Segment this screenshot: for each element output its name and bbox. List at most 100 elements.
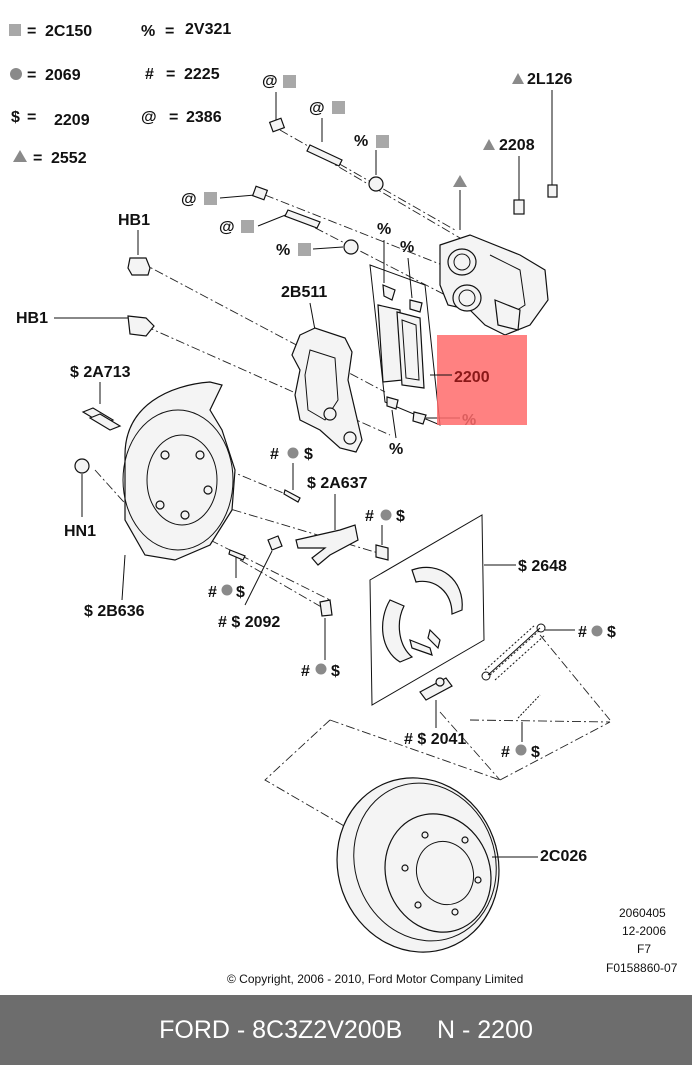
circle-marker-icon — [221, 584, 233, 596]
drawing-metadata: 2060405 12-2006 F7 F0158860-07 © Copyrig… — [227, 906, 678, 986]
part-number-footer: FORD - 8C3Z2V200B N - 2200 — [0, 995, 692, 1065]
callout-at-symbol: @ — [219, 219, 235, 236]
legend-eq: = — [169, 109, 178, 126]
legend: = 2C150 = 2069 $ = 2209 = 2552 % = 2V321… — [9, 21, 231, 167]
callout-percent-symbol: % — [354, 133, 368, 150]
boot-bushing-icon — [368, 176, 384, 192]
callout-hash-symbol: # — [301, 663, 310, 680]
part-label-HN1: HN1 — [64, 523, 96, 540]
square-marker-icon — [332, 101, 345, 114]
triangle-marker-icon — [483, 139, 495, 150]
legend-eq: = — [27, 67, 36, 84]
footer-reference: N - 2200 — [437, 1015, 533, 1044]
circle-marker-icon — [380, 509, 392, 521]
callout-percent-symbol: % — [377, 221, 391, 238]
bleeder-parts: 2L126 2208 — [453, 71, 572, 230]
part-label-2648: $ 2648 — [518, 558, 567, 575]
legend-code-2225: 2225 — [184, 66, 220, 83]
boot-bushing-icon — [343, 239, 359, 255]
part-label-2L126: 2L126 — [527, 71, 572, 88]
legend-eq: = — [165, 23, 174, 40]
brake-caliper — [439, 234, 549, 336]
callout-at-symbol: @ — [262, 73, 278, 90]
square-marker-icon — [376, 135, 389, 148]
callout-hash-symbol: # — [208, 584, 217, 601]
legend-eq: = — [27, 109, 36, 126]
bolt-icon — [251, 185, 269, 201]
part-label-2B511: 2B511 — [281, 284, 327, 301]
brake-rotor: 2C026 — [336, 777, 587, 953]
callout-percent-symbol: % — [400, 239, 414, 256]
square-marker-icon — [241, 220, 254, 233]
legend-code-2552: 2552 — [51, 150, 87, 167]
callout-percent-symbol: % — [276, 242, 290, 259]
highlight-box-2200 — [437, 335, 527, 425]
callout-group-c: # $ — [208, 549, 246, 601]
callout-hash-symbol: # — [270, 446, 279, 463]
callout-hash-symbol: # — [365, 508, 374, 525]
hub-nut: HN1 — [64, 458, 96, 540]
footer-separator: - — [229, 1015, 253, 1044]
triangle-marker-icon — [512, 73, 524, 84]
circle-marker-icon — [287, 447, 299, 459]
callout-at-symbol: @ — [309, 100, 325, 117]
callout-at-symbol: @ — [181, 191, 197, 208]
callout-dollar-symbol: $ — [236, 584, 245, 601]
callout-dollar-symbol: $ — [531, 744, 540, 761]
callout-dollar-symbol: $ — [331, 663, 340, 680]
legend-circle-icon — [10, 68, 22, 80]
part-label-HB1: HB1 — [118, 212, 150, 229]
triangle-marker-icon — [453, 175, 467, 187]
copyright-notice: © Copyright, 2006 - 2010, Ford Motor Com… — [227, 972, 523, 986]
square-marker-icon — [283, 75, 296, 88]
legend-code-2386: 2386 — [186, 109, 222, 126]
parking-brake-lever: $ 2A637 — [295, 475, 368, 566]
part-label-HB1: HB1 — [16, 310, 48, 327]
legend-code-2V321: 2V321 — [185, 21, 231, 38]
bleeder-cap-icon — [547, 184, 558, 198]
drawing-revision: F7 — [637, 942, 651, 956]
legend-hash-symbol: # — [145, 66, 154, 83]
brake-shoe-kit: $ 2648 — [369, 514, 567, 706]
callout-percent-symbol: % — [389, 441, 403, 458]
legend-percent-symbol: % — [141, 23, 155, 40]
legend-code-2C150: 2C150 — [45, 23, 92, 40]
legend-at-symbol: @ — [141, 109, 157, 126]
backing-plate: $ 2B636 — [84, 381, 236, 620]
callout-group-a: # $ — [270, 446, 313, 503]
legend-eq: = — [33, 150, 42, 167]
brake-exploded-diagram: = 2C150 = 2069 $ = 2209 = 2552 % = 2V321… — [9, 21, 678, 986]
square-marker-icon — [298, 243, 311, 256]
callout-hash-symbol: # — [578, 624, 587, 641]
guide-pin-bolt-icon — [284, 209, 321, 229]
figure-id: F0158860-07 — [606, 961, 678, 975]
caliper-bolts: @ @ % @ @ % — [181, 73, 389, 259]
part-label-2C026: 2C026 — [540, 848, 587, 865]
adjuster-screw: # $ 2041 — [404, 677, 466, 748]
part-label-2A713: $ 2A713 — [70, 364, 131, 381]
return-springs: # $ # $ — [481, 623, 616, 761]
part-label-2B636: $ 2B636 — [84, 603, 145, 620]
circle-marker-icon — [315, 663, 327, 675]
callout-hash-symbol: # — [501, 744, 510, 761]
legend-dollar-symbol: $ — [11, 109, 20, 126]
callout-group-b: # $ — [365, 508, 405, 561]
footer-gap — [402, 1016, 437, 1045]
bleeder-screw-icon — [513, 199, 525, 215]
legend-triangle-icon — [13, 150, 27, 162]
legend-code-2069: 2069 — [45, 67, 81, 84]
anchor-pin: # $ 2092 — [218, 535, 283, 631]
square-marker-icon — [204, 192, 217, 205]
drawing-number: 2060405 — [619, 906, 666, 920]
legend-eq: = — [166, 66, 175, 83]
callout-group-d: # $ — [301, 599, 340, 680]
footer-brand: FORD — [159, 1015, 230, 1044]
part-label-2A637: $ 2A637 — [307, 475, 368, 492]
footer-part-number: 8C3Z2V200B — [252, 1015, 403, 1044]
callout-dollar-symbol: $ — [396, 508, 405, 525]
part-label-2208: 2208 — [499, 137, 535, 154]
drawing-date: 12-2006 — [622, 924, 666, 938]
circle-marker-icon — [591, 625, 603, 637]
callout-dollar-symbol: $ — [304, 446, 313, 463]
legend-eq: = — [27, 23, 36, 40]
